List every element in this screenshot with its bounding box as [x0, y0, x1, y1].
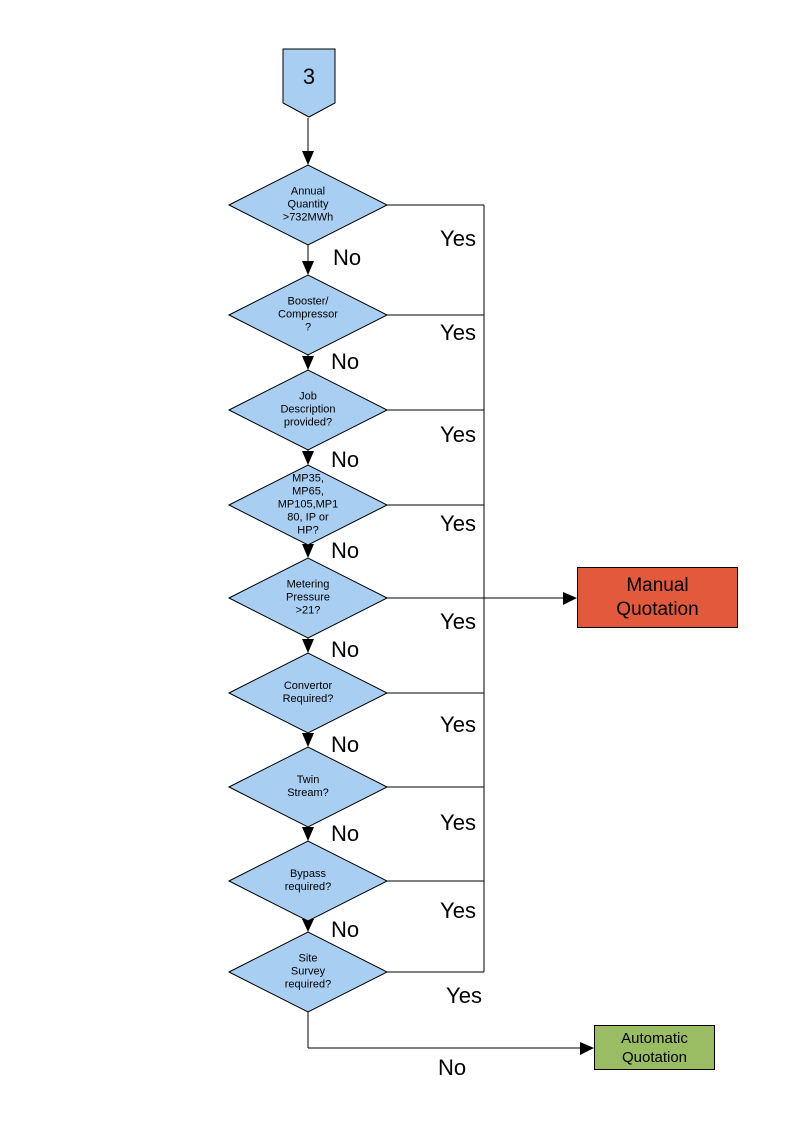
offpage-connector-label: 3 — [302, 64, 316, 89]
decision-label-twin-stream: Twin Stream? — [287, 774, 329, 799]
arrowhead-icon — [302, 451, 314, 465]
decision-shape-bypass — [227, 840, 389, 922]
arrowhead-icon — [302, 356, 314, 370]
node-shapes — [227, 48, 389, 1013]
offpage-connector-shape — [282, 48, 336, 118]
no-label-twin-stream: No — [330, 821, 360, 846]
yes-label-convertor: Yes — [440, 712, 476, 737]
arrowhead-icon — [302, 919, 314, 932]
no-label-bypass: No — [330, 917, 360, 942]
decision-shape-meter-type — [227, 464, 389, 546]
decision-shape-convertor — [227, 652, 389, 734]
manual-quotation-box: Manual Quotation — [577, 567, 738, 628]
arrowhead-icon — [302, 733, 314, 747]
arrowhead-icon — [563, 592, 577, 605]
yes-label-metering-pressure: Yes — [440, 609, 476, 634]
decision-label-bypass: Bypass required? — [284, 868, 332, 893]
decision-shape-booster-compressor — [227, 274, 389, 356]
decision-shape-annual-quantity — [227, 164, 389, 246]
automatic-quotation-box: Automatic Quotation — [594, 1025, 715, 1070]
decision-label-job-description: Job Description provided? — [280, 390, 336, 429]
decision-shape-metering-pressure — [227, 557, 389, 639]
manual-quotation-label: Manual Quotation — [616, 574, 699, 620]
arrowhead-icon — [580, 1042, 594, 1055]
decision-shape-site-survey — [227, 931, 389, 1013]
decision-shape-job-description — [227, 369, 389, 451]
no-label-job-description: No — [330, 447, 360, 472]
decision-label-site-survey: Site Survey required? — [284, 952, 332, 991]
decision-label-booster-compressor: Booster/ Compressor ? — [278, 295, 338, 334]
yes-label-booster-compressor: Yes — [440, 320, 476, 345]
no-label-meter-type: No — [330, 538, 360, 563]
yes-label-bypass: Yes — [440, 898, 476, 923]
no-label-booster-compressor: No — [330, 349, 360, 374]
arrowheads — [302, 151, 594, 1055]
yes-label-meter-type: Yes — [440, 511, 476, 536]
no-label-convertor: No — [330, 732, 360, 757]
automatic-quotation-label: Automatic Quotation — [621, 1029, 688, 1066]
decision-label-annual-quantity: Annual Quantity >732MWh — [282, 185, 334, 224]
yes-label-site-survey: Yes — [446, 983, 482, 1008]
no-label-annual-quantity: No — [332, 245, 362, 270]
decision-label-meter-type: MP35, MP65, MP105,MP1 80, IP or HP? — [277, 472, 339, 537]
no-label-metering-pressure: No — [330, 637, 360, 662]
yes-label-annual-quantity: Yes — [440, 226, 476, 251]
yes-label-job-description: Yes — [440, 422, 476, 447]
decision-shape-twin-stream — [227, 746, 389, 828]
arrowhead-icon — [302, 151, 314, 165]
arrowhead-icon — [302, 261, 314, 275]
arrowhead-icon — [302, 639, 314, 653]
arrowhead-icon — [302, 827, 314, 841]
flow-lines — [307, 118, 581, 1049]
decision-label-metering-pressure: Metering Pressure >21? — [285, 578, 331, 617]
no-label-site-survey: No — [437, 1055, 467, 1080]
yes-label-twin-stream: Yes — [440, 810, 476, 835]
decision-label-convertor: Convertor Required? — [282, 680, 334, 705]
arrowhead-icon — [302, 544, 314, 558]
